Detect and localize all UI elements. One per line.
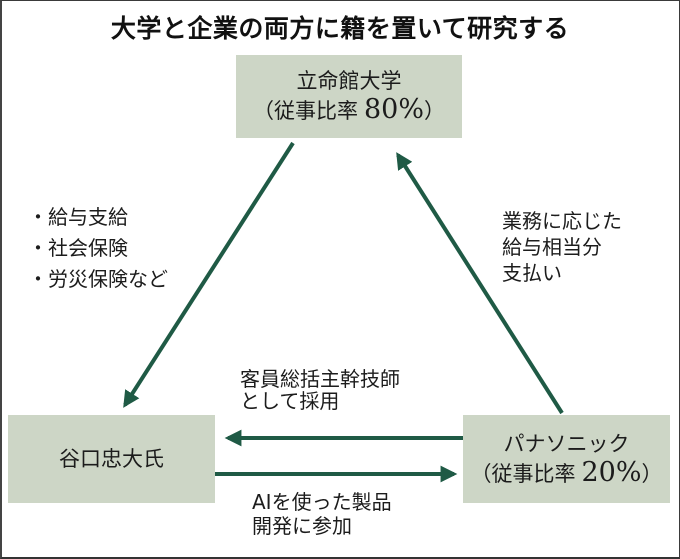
edge-label-line: AIを使った製品 bbox=[252, 490, 392, 514]
ratio-prefix: （従事比率 bbox=[252, 99, 358, 123]
edge-label-line: ・給与支給 bbox=[28, 205, 128, 229]
edge-label-benefits: ・給与支給 ・社会保険 ・労災保険など bbox=[28, 202, 168, 295]
ratio-value: 20% bbox=[581, 456, 642, 488]
node-person: 谷口忠大氏 bbox=[8, 415, 215, 503]
edge-label-line: 開発に参加 bbox=[252, 514, 352, 538]
edge-label-line: 客員総括主幹技師 bbox=[240, 367, 400, 391]
ratio-value: 80% bbox=[363, 94, 424, 125]
arrow-company-to-university bbox=[396, 152, 564, 415]
edge-label-line: 業務に応じた bbox=[502, 209, 622, 233]
node-company-name: パナソニック bbox=[503, 431, 630, 456]
edge-label-line: 支払い bbox=[502, 261, 562, 285]
edge-label-development: AIを使った製品 開発に参加 bbox=[252, 490, 392, 538]
node-person-name: 谷口忠大氏 bbox=[59, 447, 164, 471]
arrow-university-to-person bbox=[123, 141, 295, 408]
ratio-suffix: ） bbox=[424, 99, 445, 123]
edge-label-line: ・社会保険 bbox=[28, 236, 128, 260]
edge-label-line: として採用 bbox=[240, 389, 340, 413]
edge-label-line: ・労災保険など bbox=[28, 267, 168, 291]
diagram-title: 大学と企業の両方に籍を置いて研究する bbox=[110, 14, 570, 43]
edge-label-hire: 客員総括主幹技師 として採用 bbox=[240, 368, 400, 412]
node-university-name: 立命館大学 bbox=[296, 69, 402, 93]
ratio-prefix: （従事比率 bbox=[470, 461, 576, 486]
edge-label-line: 給与相当分 bbox=[502, 235, 602, 259]
ratio-suffix: ） bbox=[641, 461, 663, 486]
edge-label-payment: 業務に応じた 給与相当分 支払い bbox=[502, 208, 622, 286]
